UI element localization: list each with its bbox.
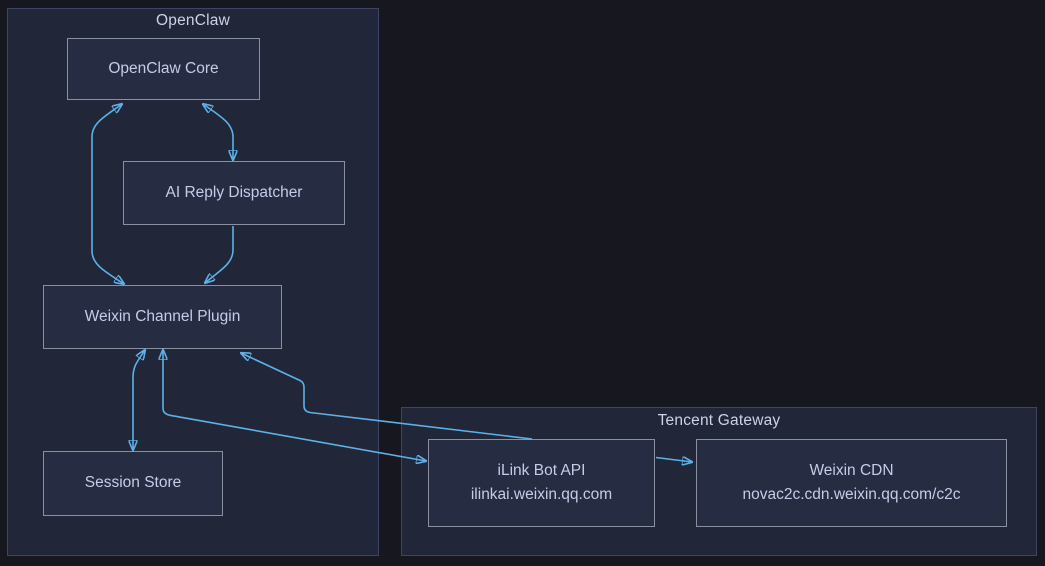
node-ilink-bot-api-domain: ilinkai.weixin.qq.com	[470, 486, 613, 503]
node-session-store: Session Store	[43, 451, 223, 516]
node-weixin-channel-plugin: Weixin Channel Plugin	[43, 285, 282, 349]
node-weixin-cdn-label: Weixin CDN	[809, 461, 894, 479]
container-openclaw-title: OpenClaw	[156, 12, 230, 29]
node-ai-reply-dispatcher: AI Reply Dispatcher	[123, 161, 345, 225]
node-weixin-cdn: Weixin CDN novac2c.cdn.weixin.qq.com/c2c	[696, 439, 1007, 527]
node-ilink-bot-api: iLink Bot API ilinkai.weixin.qq.com	[428, 439, 655, 527]
node-openclaw-core: OpenClaw Core	[67, 38, 260, 100]
node-session-store-label: Session Store	[84, 474, 182, 492]
node-ilink-bot-api-label: iLink Bot API	[497, 461, 586, 479]
node-ai-reply-dispatcher-label: AI Reply Dispatcher	[165, 183, 303, 201]
node-weixin-channel-plugin-label: Weixin Channel Plugin	[84, 307, 241, 325]
node-weixin-cdn-domain: novac2c.cdn.weixin.qq.com/c2c	[742, 486, 961, 503]
container-tencent-gateway-title: Tencent Gateway	[657, 412, 781, 429]
node-openclaw-core-label: OpenClaw Core	[108, 59, 219, 77]
